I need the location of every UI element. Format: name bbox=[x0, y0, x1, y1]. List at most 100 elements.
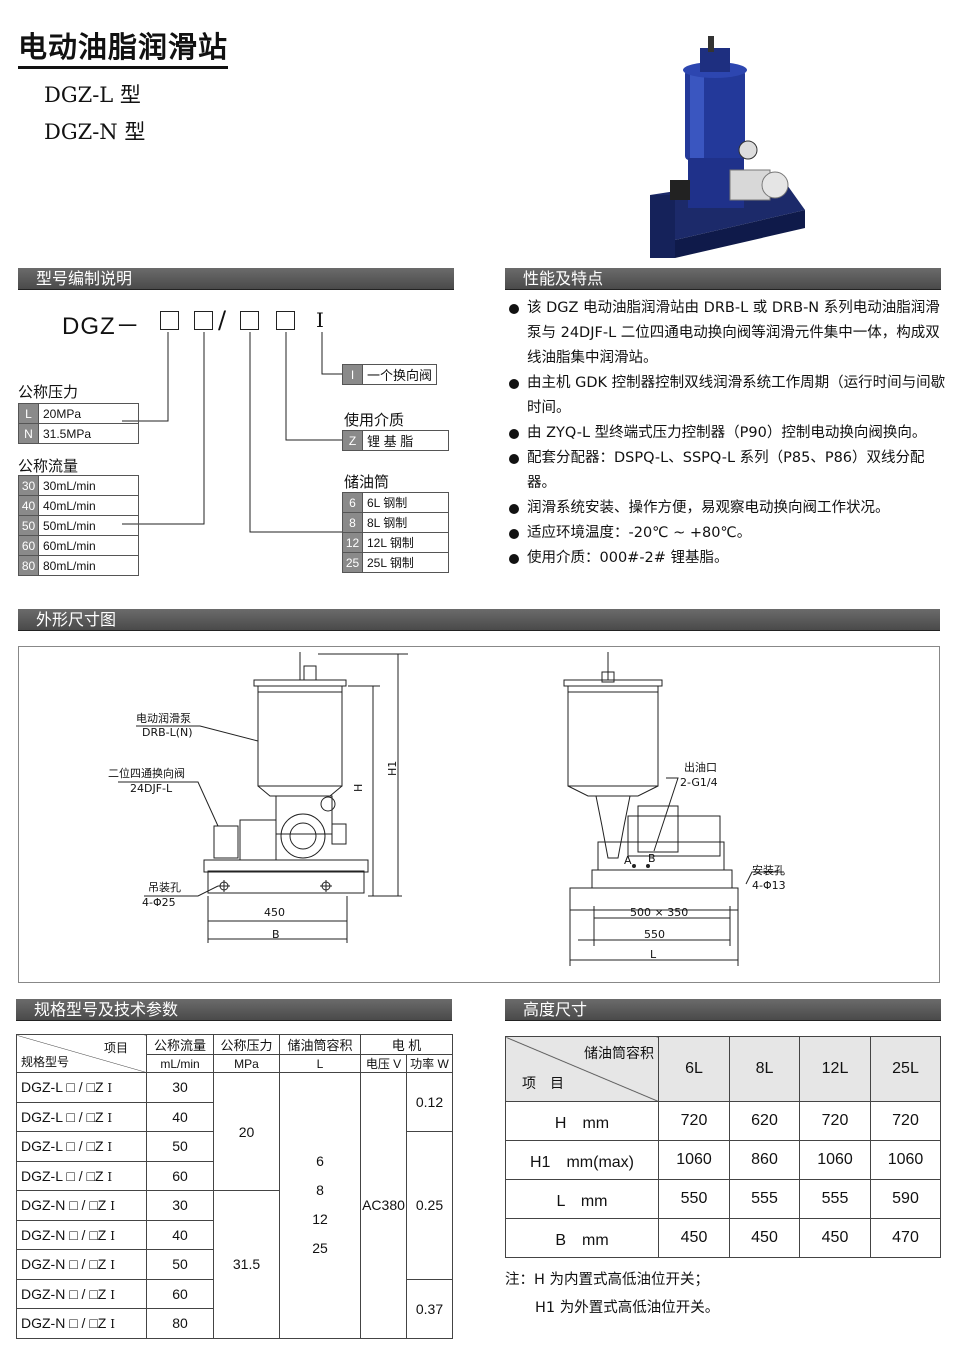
spec-pressure-n: 31.5 bbox=[213, 1190, 280, 1339]
feature-item: 配套分配器：DSPQ-L、SSPQ-L 系列（P85、P86）双线分配器。 bbox=[508, 446, 948, 496]
dim-550: 550 bbox=[644, 928, 665, 941]
height-table: 储油筒容积 项 目 6L 8L 12L 25L H mm 720 620 720… bbox=[505, 1036, 941, 1258]
flow-key: 50 bbox=[18, 515, 39, 536]
dim-b: B bbox=[272, 928, 280, 941]
table-row: DGZ-L □ / □Z I 50 0.25 bbox=[16, 1131, 453, 1280]
pressure-label: 公称压力 bbox=[18, 383, 79, 401]
height-corner-top: 储油筒容积 bbox=[584, 1045, 654, 1061]
valve-label: 二位四通换向阀 bbox=[108, 766, 185, 780]
height-row-label: B mm bbox=[505, 1218, 659, 1258]
height-col-header: 12L bbox=[799, 1036, 871, 1102]
feature-item: 由 ZYQ-L 型终端式压力控制器（P90）控制电动换向阀换向。 bbox=[508, 421, 948, 446]
reservoir-key: 12 bbox=[342, 532, 363, 553]
reservoir-value: 25L 钢制 bbox=[362, 552, 449, 573]
flow-value: 80mL/min bbox=[38, 555, 139, 576]
height-cell: 550 bbox=[658, 1179, 730, 1219]
page-title: 电动油脂润滑站 bbox=[18, 30, 229, 69]
dim-h1: H1 bbox=[386, 761, 399, 776]
lift-spec: 4-Φ25 bbox=[142, 896, 176, 909]
table-row: DGZ-N □ / □Z I 40 bbox=[16, 1219, 453, 1250]
dimension-drawing: 电动润滑泵 DRB-L(N) 二位四通换向阀 24DJF-L 吊装孔 4-Φ25… bbox=[108, 652, 786, 966]
flow-label: 公称流量 bbox=[18, 457, 79, 475]
dim-450: 450 bbox=[264, 906, 285, 919]
valve-code-key: I bbox=[342, 364, 363, 385]
reservoir-value: 6L 钢制 bbox=[362, 492, 449, 513]
flow-value: 40mL/min bbox=[38, 495, 139, 516]
height-corner-bottom: 项 目 bbox=[522, 1075, 564, 1091]
flow-value: 30mL/min bbox=[38, 475, 139, 496]
spec-flow-cell: 40 bbox=[146, 1101, 214, 1132]
mount-spec: 4-Φ13 bbox=[752, 879, 786, 892]
model-l-label: DGZ-L 型 bbox=[44, 83, 141, 107]
code-slash: / bbox=[218, 306, 227, 334]
dim-500x350: 500 × 350 bbox=[630, 906, 688, 919]
spec-model-cell: DGZ-L □ / □Z I bbox=[16, 1072, 147, 1103]
spec-header-motor: 电 机 bbox=[360, 1034, 453, 1055]
table-row: DGZ-L □ / □Z I 60 bbox=[16, 1160, 453, 1191]
dim-l: L bbox=[650, 948, 657, 961]
reservoir-value: 8L 钢制 bbox=[362, 512, 449, 533]
height-cell: 555 bbox=[729, 1179, 800, 1219]
code-box-2 bbox=[194, 311, 213, 330]
table-row: DGZ-L □ / □Z I 40 bbox=[16, 1101, 453, 1132]
flow-key: 80 bbox=[18, 555, 39, 576]
table-row: H mm 720 620 720 720 bbox=[505, 1101, 941, 1141]
spec-header-flow: 公称流量 bbox=[146, 1034, 214, 1055]
height-cell: 1060 bbox=[658, 1140, 730, 1180]
height-cell: 555 bbox=[799, 1179, 871, 1219]
pump-model: DRB-L(N) bbox=[142, 726, 193, 739]
code-tail: I bbox=[316, 308, 324, 332]
pressure-key: N bbox=[18, 423, 39, 444]
feature-item: 润滑系统安装、操作方便，易观察电动换向阀工作状况。 bbox=[508, 496, 948, 521]
code-connector-lines bbox=[122, 332, 342, 533]
spec-flow-cell: 40 bbox=[146, 1219, 214, 1250]
flow-value: 60mL/min bbox=[38, 535, 139, 556]
height-cell: 620 bbox=[729, 1101, 800, 1141]
pump-label: 电动润滑泵 bbox=[136, 711, 191, 725]
height-cell: 720 bbox=[870, 1101, 941, 1141]
spec-table: 项目 规格型号 公称流量 公称压力 储油筒容积 电 机 mL/min MPa L… bbox=[16, 1034, 453, 1339]
feature-item: 适应环境温度：-20℃ ~ +80℃。 bbox=[508, 521, 948, 546]
spec-header-pressure-unit: MPa bbox=[213, 1054, 280, 1073]
spec-model-cell: DGZ-N □ / □Z I bbox=[16, 1219, 147, 1250]
medium-value: 锂 基 脂 bbox=[362, 430, 449, 451]
height-cell: 450 bbox=[658, 1218, 730, 1258]
spec-power-b: 0.25 bbox=[406, 1131, 453, 1280]
reservoir-value: 12L 钢制 bbox=[362, 532, 449, 553]
medium-label: 使用介质 bbox=[344, 411, 405, 429]
spec-header-pressure: 公称压力 bbox=[213, 1034, 280, 1055]
table-row: DGZ-N □ / □Z I 50 bbox=[16, 1249, 453, 1280]
height-col-header: 6L bbox=[658, 1036, 730, 1102]
table-row: H1 mm(max) 1060 860 1060 1060 bbox=[505, 1140, 941, 1180]
spec-header-voltage: 电压 V bbox=[360, 1054, 407, 1073]
height-cell: 590 bbox=[870, 1179, 941, 1219]
height-corner-cell: 储油筒容积 项 目 bbox=[505, 1036, 659, 1102]
code-box-4 bbox=[276, 311, 295, 330]
medium-key: Z bbox=[342, 430, 363, 451]
outlet-label: 出油口 bbox=[684, 760, 717, 774]
model-n-label: DGZ-N 型 bbox=[44, 120, 146, 144]
spec-model-cell: DGZ-N □ / □Z I bbox=[16, 1249, 147, 1280]
lift-label: 吊装孔 bbox=[148, 881, 181, 894]
spec-model-cell: DGZ-N □ / □Z I bbox=[16, 1190, 147, 1221]
section-features: 性能及特点 bbox=[505, 268, 941, 290]
valve-model: 24DJF-L bbox=[130, 782, 173, 795]
spec-flow-cell: 30 bbox=[146, 1072, 214, 1103]
note-line: H1 为外置式高低油位开关。 bbox=[535, 1300, 720, 1316]
height-cell: 470 bbox=[870, 1218, 941, 1258]
height-row-label: H1 mm(max) bbox=[505, 1140, 659, 1180]
spec-pressure-l: 20 bbox=[213, 1072, 280, 1191]
port-b: B bbox=[648, 852, 656, 865]
note-line: 注：H 为内置式高低油位开关； bbox=[505, 1272, 710, 1288]
reservoir-key: 6 bbox=[342, 492, 363, 513]
table-row: DGZ-N □ / □Z I 80 bbox=[16, 1308, 453, 1339]
height-col-header: 25L bbox=[870, 1036, 941, 1102]
feature-item: 使用介质：000#-2# 锂基脂。 bbox=[508, 546, 948, 571]
spec-power-c: 0.37 bbox=[406, 1278, 453, 1339]
feature-item: 该 DGZ 电动油脂润滑站由 DRB-L 或 DRB-N 系列电动油脂润滑泵与 … bbox=[508, 296, 948, 371]
table-row: DGZ-N □ / □Z I 60 0.37 bbox=[16, 1278, 453, 1339]
